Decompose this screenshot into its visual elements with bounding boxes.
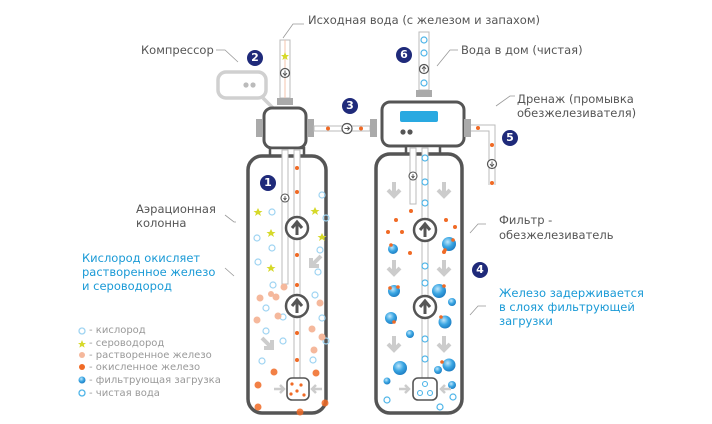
iron-note-line2: в слоях фильтрующей bbox=[499, 300, 635, 314]
aeration-label-line1: Аэрационная bbox=[136, 202, 216, 216]
oxidized-iron-icon bbox=[79, 364, 85, 370]
drain-label-line1: Дренаж (промывка bbox=[517, 92, 634, 106]
house-water-label: Вода в дом (чистая) bbox=[461, 43, 583, 57]
leader-lines bbox=[216, 23, 515, 316]
source-water-label: Исходная вода (с железом и запахом) bbox=[308, 13, 540, 27]
clean-water-icon bbox=[78, 389, 86, 397]
aeration-column bbox=[246, 146, 330, 416]
legend-oxygen: - кислород bbox=[89, 325, 146, 336]
compressor bbox=[216, 70, 277, 112]
filter-media-icon bbox=[78, 376, 86, 384]
legend-hydrogen-sulfide: - сероводород bbox=[89, 338, 165, 349]
legend-clean-water: - чистая вода bbox=[89, 388, 160, 399]
step-badge-6: 6 bbox=[396, 47, 412, 63]
step-badge-3: 3 bbox=[342, 98, 358, 114]
outlet-pipe bbox=[416, 31, 432, 97]
aeration-head bbox=[256, 106, 314, 150]
iron-removal-filter bbox=[374, 144, 464, 415]
oxygen-icon bbox=[78, 327, 86, 335]
drain-label-line2: обезжелезивателя) bbox=[517, 106, 637, 120]
dissolved-iron-icon bbox=[79, 352, 85, 358]
legend-oxidized-iron: - окисленное железо bbox=[89, 362, 201, 373]
oxygen-note-line2: растворенное железо bbox=[82, 265, 216, 279]
filter-control-head bbox=[380, 100, 471, 148]
filter-label-line2: обезжелезиватель bbox=[499, 228, 614, 242]
iron-note-line3: загрузки bbox=[499, 314, 553, 328]
legend-icons bbox=[78, 327, 86, 397]
oxygen-note-line1: Кислород окисляет bbox=[82, 251, 201, 265]
hydrogen-sulfide-icon bbox=[78, 340, 86, 348]
legend-dissolved-iron: - растворенное железо bbox=[89, 350, 212, 361]
inlet-pipe bbox=[277, 39, 293, 105]
step-badge-2: 2 bbox=[247, 50, 263, 66]
step-badge-5: 5 bbox=[502, 130, 518, 146]
drain-pipe bbox=[471, 124, 498, 185]
aeration-label-line2: колонна bbox=[136, 216, 187, 230]
step-badge-1: 1 bbox=[260, 175, 276, 191]
compressor-label: Компрессор bbox=[141, 43, 214, 57]
filter-label-line1: Фильтр - bbox=[499, 213, 553, 227]
transfer-pipe bbox=[313, 119, 377, 137]
oxygen-note-line3: и сероводород bbox=[82, 279, 172, 293]
legend-filter-media: - фильтрующая загрузка bbox=[89, 375, 221, 386]
iron-note-line1: Железо задерживается bbox=[499, 286, 644, 300]
step-badge-4: 4 bbox=[472, 262, 488, 278]
